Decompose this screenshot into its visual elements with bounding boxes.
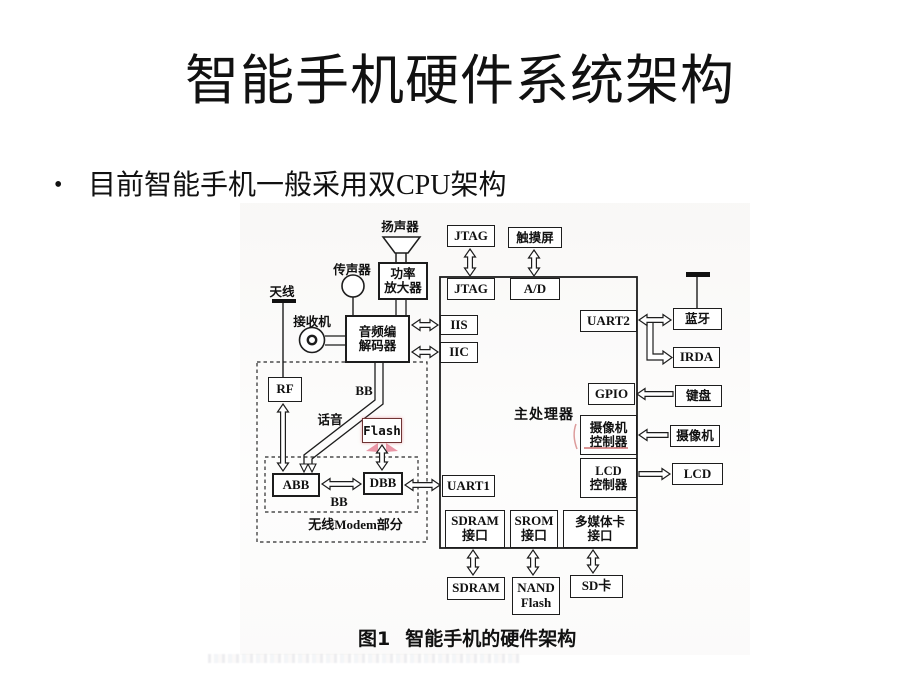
antenna-icon [272, 299, 296, 377]
bb-top-label: BB [355, 383, 373, 398]
box-nand-flash: NAND Flash [512, 577, 560, 615]
box-jtag-internal: JTAG [447, 278, 495, 300]
box-abb: ABB [272, 473, 320, 497]
voice-path-lines [299, 363, 384, 474]
speaker-label: 扬声器 [381, 220, 419, 234]
box-lcd: LCD [672, 463, 723, 485]
box-iic: IIC [440, 342, 478, 363]
microphone-icon [341, 274, 365, 315]
box-srom-interface: SROM 接口 [510, 510, 558, 548]
box-sdram: SDRAM [447, 577, 505, 600]
box-gpio: GPIO [588, 383, 635, 405]
box-multimedia-card-interface: 多媒体卡 接口 [563, 510, 637, 548]
bluetooth-antenna-icon [686, 272, 710, 308]
box-jtag-external: JTAG [447, 225, 495, 247]
figure-caption-text: 智能手机的硬件架构 [405, 628, 577, 650]
wireless-modem-label: 无线Modem部分 [308, 517, 403, 532]
bullet-marker: • [54, 172, 63, 198]
box-audio-codec: 音频编 解码器 [345, 315, 410, 363]
antenna-label: 天线 [269, 285, 295, 299]
box-touchscreen: 触摸屏 [508, 227, 562, 248]
main-processor-label: 主处理器 [514, 408, 574, 423]
red-watermark-artifacts [366, 423, 578, 452]
figure-caption: 图1 智能手机的硬件架构 [358, 624, 576, 651]
box-iis: IIS [440, 315, 478, 335]
box-power-amplifier: 功率 放大器 [378, 262, 428, 300]
box-bluetooth: 蓝牙 [673, 308, 722, 330]
box-keyboard: 键盘 [675, 385, 722, 407]
microphone-label: 传声器 [333, 263, 371, 277]
box-lcd-controller: LCD 控制器 [580, 458, 637, 498]
red-underline-artifact [584, 447, 628, 449]
box-irda: IRDA [673, 347, 720, 368]
box-flash: Flash [362, 418, 402, 443]
arrow-layer [276, 247, 674, 577]
modem-dashed-outline [256, 361, 428, 543]
voice-label: 话音 [317, 413, 343, 427]
box-uart2: UART2 [580, 310, 637, 332]
receiver-icon [298, 326, 345, 354]
speaker-icon [381, 236, 422, 262]
page-title: 智能手机硬件系统架构 [185, 51, 735, 111]
box-uart1: UART1 [442, 475, 495, 497]
box-dbb: DBB [363, 472, 403, 495]
box-sdram-interface: SDRAM 接口 [445, 510, 505, 548]
box-ad-converter: A/D [510, 278, 560, 300]
uart2-irda-branch-arrow [646, 321, 674, 366]
main-processor-outline [439, 276, 638, 549]
figure-caption-number: 图1 [358, 628, 391, 650]
bullet-text: 目前智能手机一般采用双CPU架构 [88, 170, 507, 201]
box-sd-card: SD卡 [570, 575, 623, 598]
box-rf: RF [268, 377, 302, 402]
box-camera-controller: 摄像机 控制器 [580, 415, 637, 455]
bb-bottom-label: BB [330, 494, 348, 509]
scan-noise-band [208, 654, 520, 663]
audio-path-lines [395, 300, 407, 315]
receiver-label: 接收机 [293, 315, 331, 329]
box-camera: 摄像机 [670, 425, 720, 447]
